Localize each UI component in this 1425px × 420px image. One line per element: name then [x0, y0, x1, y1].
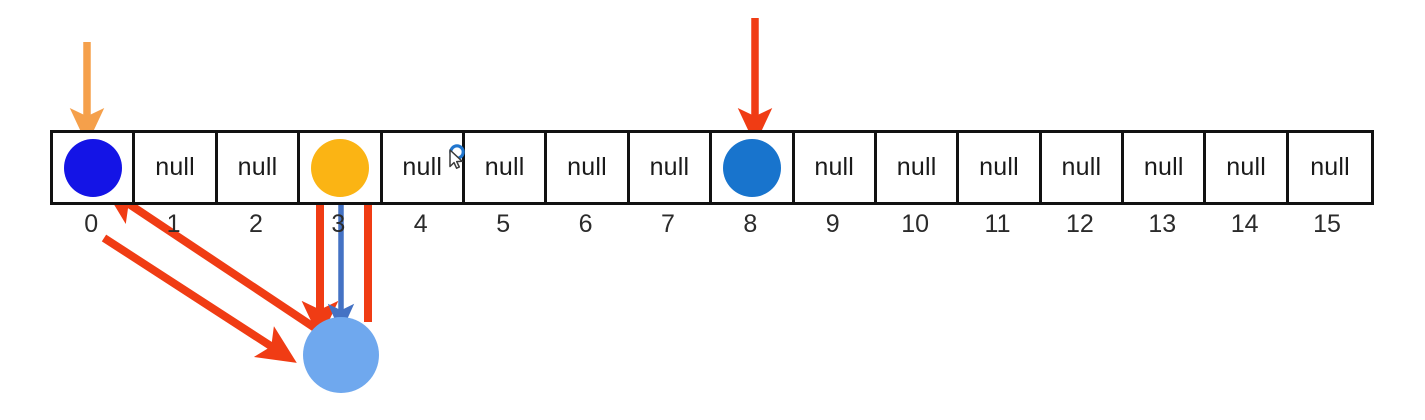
- index-label-8: 8: [743, 210, 758, 238]
- array-cell-2[interactable]: null: [218, 133, 301, 202]
- array-cell-1[interactable]: null: [135, 133, 218, 202]
- cell-value-6: null: [567, 153, 607, 181]
- red-arrow-index-0-to-node: [101, 234, 297, 363]
- cell-value-2: null: [237, 153, 278, 181]
- node-circle-0: [63, 138, 122, 197]
- array-cell-7[interactable]: null: [630, 133, 713, 202]
- index-label-0: 0: [84, 210, 99, 238]
- cell-value-5: null: [484, 153, 525, 181]
- array-cell-0[interactable]: [53, 133, 136, 202]
- array-cell-10[interactable]: null: [877, 133, 960, 202]
- index-label-7: 7: [660, 210, 675, 238]
- index-label-row: 0 1 2 3 4 5 6 7 8 9 10 11 12 13 14 15: [50, 210, 1368, 239]
- index-label-15: 15: [1313, 210, 1341, 238]
- index-label-1: 1: [166, 210, 181, 238]
- cell-value-14: null: [1226, 153, 1267, 181]
- array-cell-9[interactable]: null: [795, 133, 877, 202]
- array-cell-13[interactable]: null: [1124, 133, 1207, 202]
- array-cell-11[interactable]: null: [959, 133, 1042, 202]
- cell-value-9: null: [814, 153, 855, 181]
- cell-value-7: null: [649, 153, 690, 181]
- array-cell-15[interactable]: null: [1289, 133, 1371, 202]
- array-cell-4[interactable]: null: [383, 133, 465, 202]
- array-table: null null null null null null null null: [50, 130, 1375, 205]
- index-label-10: 10: [901, 210, 929, 238]
- cell-value-10: null: [896, 153, 937, 181]
- cell-value-15: null: [1310, 153, 1350, 181]
- index-label-4: 4: [413, 210, 428, 238]
- index-label-6: 6: [578, 210, 593, 238]
- array-cell-6[interactable]: null: [547, 133, 630, 202]
- red-arrow-node-to-index-0: [103, 186, 321, 334]
- index-label-3: 3: [331, 210, 346, 238]
- index-label-5: 5: [496, 210, 511, 238]
- index-label-2: 2: [249, 210, 263, 238]
- index-label-11: 11: [984, 210, 1011, 238]
- index-label-9: 9: [825, 210, 840, 238]
- cell-value-11: null: [979, 153, 1019, 181]
- cell-value-1: null: [155, 153, 195, 181]
- index-label-13: 13: [1148, 210, 1177, 238]
- node-circle-3: [310, 138, 369, 197]
- node-circle-8: [722, 138, 781, 197]
- array-cell-8[interactable]: [712, 133, 795, 202]
- detached-node: [303, 317, 379, 393]
- array-cell-5[interactable]: null: [465, 133, 548, 202]
- cell-value-13: null: [1143, 153, 1184, 181]
- cell-value-12: null: [1061, 153, 1102, 181]
- cell-value-4: null: [402, 153, 443, 181]
- index-label-14: 14: [1230, 210, 1259, 238]
- array-cell-3[interactable]: [300, 133, 383, 202]
- array-cell-14[interactable]: null: [1206, 133, 1289, 202]
- array-cell-12[interactable]: null: [1042, 133, 1125, 202]
- index-label-12: 12: [1065, 210, 1094, 238]
